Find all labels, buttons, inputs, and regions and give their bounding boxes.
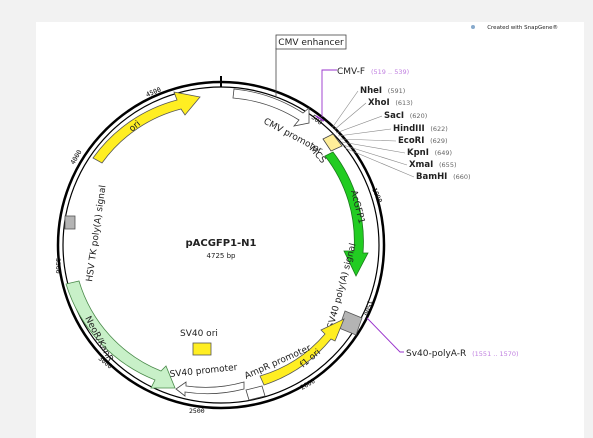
tick-label-4000: 4000	[69, 148, 84, 166]
tick-label-1000: 1000	[370, 187, 384, 205]
feature-cmv-enhancer-promoter[interactable]	[232, 88, 310, 127]
feature-mcs[interactable]	[322, 133, 343, 152]
feature-neor-kanr[interactable]	[65, 280, 176, 389]
primer-label-cmv-f[interactable]: CMV-F (519 .. 539)	[337, 67, 409, 77]
enzyme-name: XhoI	[368, 98, 390, 108]
snapgene-logo-icon	[471, 25, 475, 29]
enzyme-pos: (622)	[430, 125, 447, 133]
tick-label-1500: 1500	[362, 300, 374, 317]
enzyme-kpni[interactable]: KpnI (649)	[407, 148, 452, 158]
primer-range: (519 .. 539)	[371, 68, 409, 76]
plasmid-size: 4725 bp	[207, 252, 236, 260]
enzyme-pos: (620)	[410, 112, 427, 120]
tick-label-2500: 2500	[189, 407, 205, 415]
enzyme-name: HindIII	[393, 124, 425, 134]
enzyme-name: SacI	[384, 111, 404, 121]
primer-name: Sv40-polyA-R	[406, 349, 466, 359]
feature-acgfp1[interactable]	[324, 151, 369, 277]
enzyme-name: BamHI	[416, 172, 447, 182]
tick-label-3500: 3500	[54, 258, 62, 274]
enzyme-name: EcoRI	[398, 136, 424, 146]
enzyme-pos: (655)	[439, 161, 456, 169]
map-panel: Created with SnapGene® 500 1000 1500 200…	[36, 22, 584, 438]
enzyme-nhei[interactable]: NheI (591)	[360, 86, 405, 96]
enzyme-pos: (591)	[388, 87, 405, 95]
feature-hsv-tk-polya[interactable]	[64, 215, 76, 230]
plasmid-name: pACGFP1-N1	[185, 238, 256, 249]
cmv-enhancer-label-box	[275, 34, 347, 50]
primer-cmv-f-leader	[321, 69, 337, 117]
enzyme-pos: (613)	[395, 99, 412, 107]
enzyme-name: XmaI	[409, 160, 433, 170]
feature-label-hsv-tk-polya: HSV TK poly(A) signal	[85, 185, 108, 283]
enzyme-bamhi[interactable]: BamHI (660)	[416, 172, 471, 182]
primer-cmv-f-mark	[315, 115, 325, 122]
snapgene-watermark: Created with SnapGene®	[487, 24, 558, 31]
enzyme-hindiii[interactable]: HindIII (622)	[393, 124, 448, 134]
primer-range: (1551 .. 1570)	[472, 350, 518, 358]
feature-sv40-ori[interactable]	[192, 342, 212, 356]
primer-label-sv40-polya-r[interactable]: Sv40-polyA-R (1551 .. 1570)	[406, 349, 519, 359]
primer-sv40-polya-r-leader	[366, 317, 404, 353]
enzyme-leader-lines	[331, 90, 415, 178]
feature-sv40-promoter[interactable]	[175, 381, 245, 397]
enzyme-pos: (649)	[435, 149, 452, 157]
enzyme-pos: (660)	[453, 173, 470, 181]
feature-label-sv40-promoter: SV40 promoter	[169, 363, 238, 380]
enzyme-saci[interactable]: SacI (620)	[384, 111, 427, 121]
feature-ampr-promoter[interactable]	[245, 385, 266, 401]
feature-label-cmv-enhancer: CMV enhancer	[278, 38, 344, 48]
plasmid-map: Created with SnapGene® 500 1000 1500 200…	[54, 24, 558, 415]
feature-label-mcs: MCS	[307, 144, 328, 166]
feature-f1-ori[interactable]	[259, 318, 345, 386]
enzyme-name: NheI	[360, 86, 382, 96]
enzyme-pos: (629)	[430, 137, 447, 145]
enzyme-xhoi[interactable]: XhoI (613)	[368, 98, 413, 108]
feature-ori[interactable]	[92, 91, 201, 164]
feature-label-sv40-ori: SV40 ori	[180, 329, 218, 339]
enzyme-name: KpnI	[407, 148, 429, 158]
enzyme-xmai[interactable]: XmaI (655)	[409, 160, 457, 170]
primer-name: CMV-F	[337, 67, 365, 77]
enzyme-ecori[interactable]: EcoRI (629)	[398, 136, 448, 146]
